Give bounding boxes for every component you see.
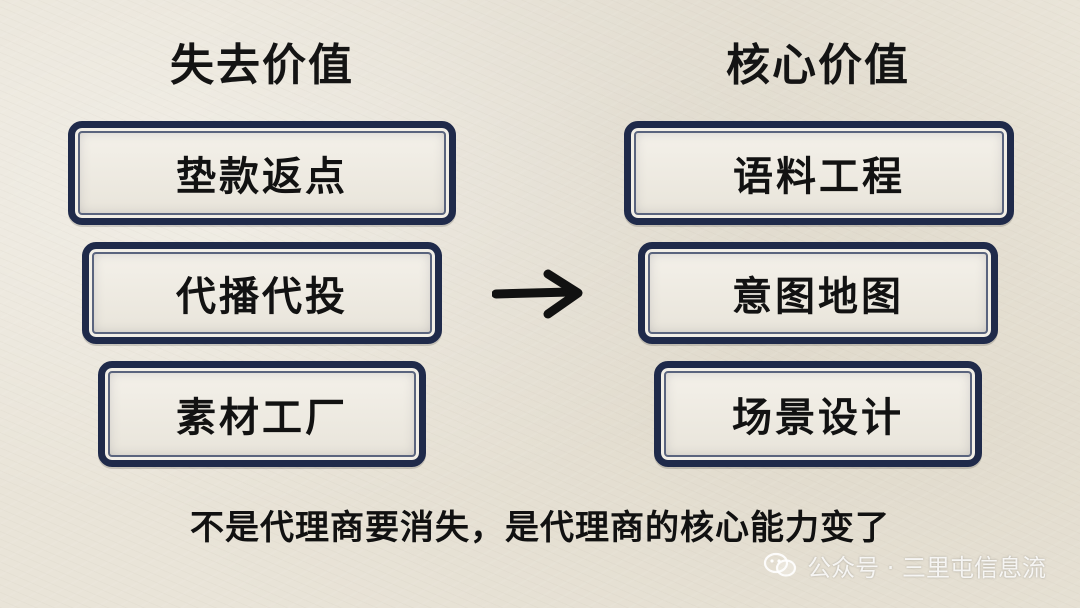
wechat-icon: [764, 552, 797, 577]
lost-value-item: 素材工厂: [98, 361, 426, 467]
lost-value-item: 垫款返点: [68, 121, 456, 225]
core-value-label: 场景设计: [732, 395, 904, 441]
core-value-label: 语料工程: [733, 154, 905, 200]
core-value-item: 意图地图: [638, 242, 998, 344]
lost-value-label: 素材工厂: [176, 395, 348, 441]
core-value-label: 意图地图: [732, 274, 904, 320]
conclusion-text: 不是代理商要消失，是代理商的核心能力变了: [190, 508, 890, 548]
left-column-title: 失去价值: [170, 40, 354, 91]
lost-value-item: 代播代投: [82, 242, 442, 344]
core-value-item: 语料工程: [624, 121, 1014, 225]
right-column-title: 核心价值: [726, 40, 910, 91]
watermark: 公众号 · 三里屯信息流: [763, 548, 1046, 582]
lost-value-label: 代播代投: [176, 274, 348, 320]
watermark-text: 公众号 · 三里屯信息流: [807, 553, 1046, 582]
lost-value-label: 垫款返点: [176, 154, 348, 200]
right-arrow-icon: [492, 269, 583, 319]
core-value-item: 场景设计: [654, 361, 982, 467]
